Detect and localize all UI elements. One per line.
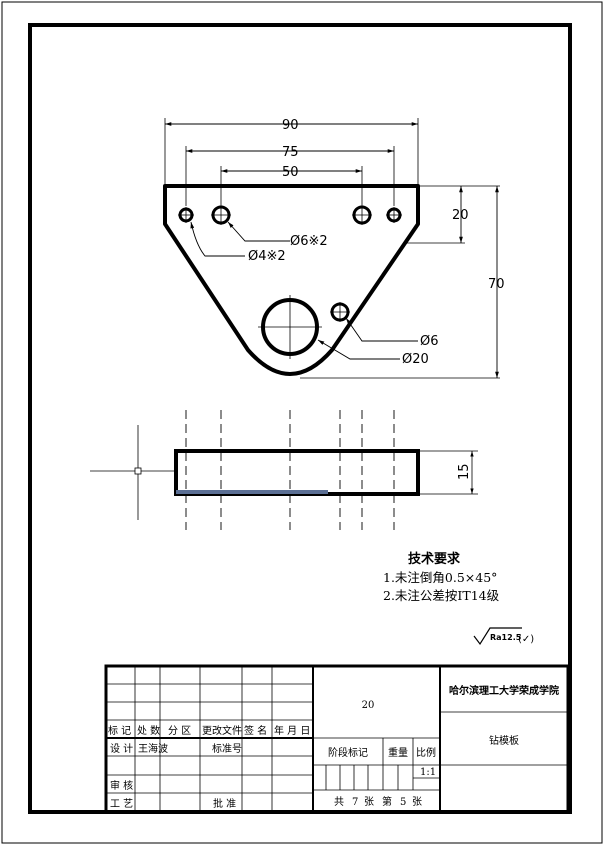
weight-label: 重量: [388, 746, 408, 759]
designer-name: 王海波: [138, 742, 168, 755]
organization-name: 哈尔滨理工大学荣成学院: [449, 684, 559, 697]
sheet-unit-2: 张: [412, 796, 422, 808]
dim-inner-spacing: 50: [282, 165, 299, 180]
surface-roughness: Ra12.5 (✓): [473, 627, 534, 646]
header-zone: 分 区: [168, 725, 191, 737]
standard-label: 标准号: [212, 743, 242, 755]
dim-outer-spacing: 75: [282, 145, 299, 160]
title-block: 标 记 处 数 分 区 更改文件 签 名 年 月 日 设 计 王海波 标准号 审…: [104, 664, 570, 814]
tech-req-item-1: 1.未注倒角0.5×45°: [383, 570, 497, 585]
scale-value: 1:1: [420, 767, 436, 778]
review-label: 审 核: [110, 779, 133, 792]
sheet-total-prefix: 共: [334, 796, 344, 808]
dim-overall-width: 90: [282, 118, 299, 133]
drawing-number: 20: [362, 700, 375, 711]
stage-label: 阶段标记: [328, 746, 368, 759]
section-view: 15: [90, 410, 478, 530]
scale-label: 比例: [416, 746, 436, 759]
part-name: 钻模板: [489, 734, 519, 747]
design-label: 设 计: [110, 742, 133, 755]
technical-requirements: 技术要求 1.未注倒角0.5×45° 2.未注公差按IT14级: [383, 551, 500, 603]
sheet-total: 7: [352, 797, 358, 808]
dim-overall-height: 70: [488, 277, 505, 292]
part-outline: [163, 184, 420, 376]
dim-row-offset: 20: [452, 208, 469, 223]
header-count: 处 数: [137, 724, 160, 737]
roughness-suffix: (✓): [518, 634, 534, 645]
label-hole-single: Ø6: [420, 334, 439, 349]
sheet-index: 5: [400, 797, 406, 808]
label-hole-small: Ø4※2: [248, 249, 286, 264]
crosshair-cursor: [90, 425, 178, 520]
tech-req-item-2: 2.未注公差按IT14级: [383, 588, 500, 603]
sheet-index-prefix: 第: [382, 795, 392, 808]
header-signature: 签 名: [244, 724, 267, 737]
tech-req-heading: 技术要求: [408, 551, 461, 567]
label-center-bore: Ø20: [402, 352, 429, 367]
process-label: 工 艺: [110, 798, 133, 810]
front-view: 90 75 50 20 70 Ø4※2 Ø6※2 Ø6 Ø20: [163, 118, 505, 379]
label-hole-pair: Ø6※2: [290, 234, 328, 249]
sheet-unit-1: 张: [364, 796, 374, 808]
dim-thickness: 15: [457, 463, 472, 480]
roughness-symbol-icon: [473, 627, 522, 646]
header-mark: 标 记: [108, 725, 131, 737]
header-change-doc: 更改文件: [202, 724, 242, 737]
approve-label: 批 准: [213, 797, 236, 810]
roughness-value: Ra12.5: [490, 633, 522, 642]
header-date: 年 月 日: [274, 724, 310, 737]
part-side-outline: [174, 449, 420, 496]
